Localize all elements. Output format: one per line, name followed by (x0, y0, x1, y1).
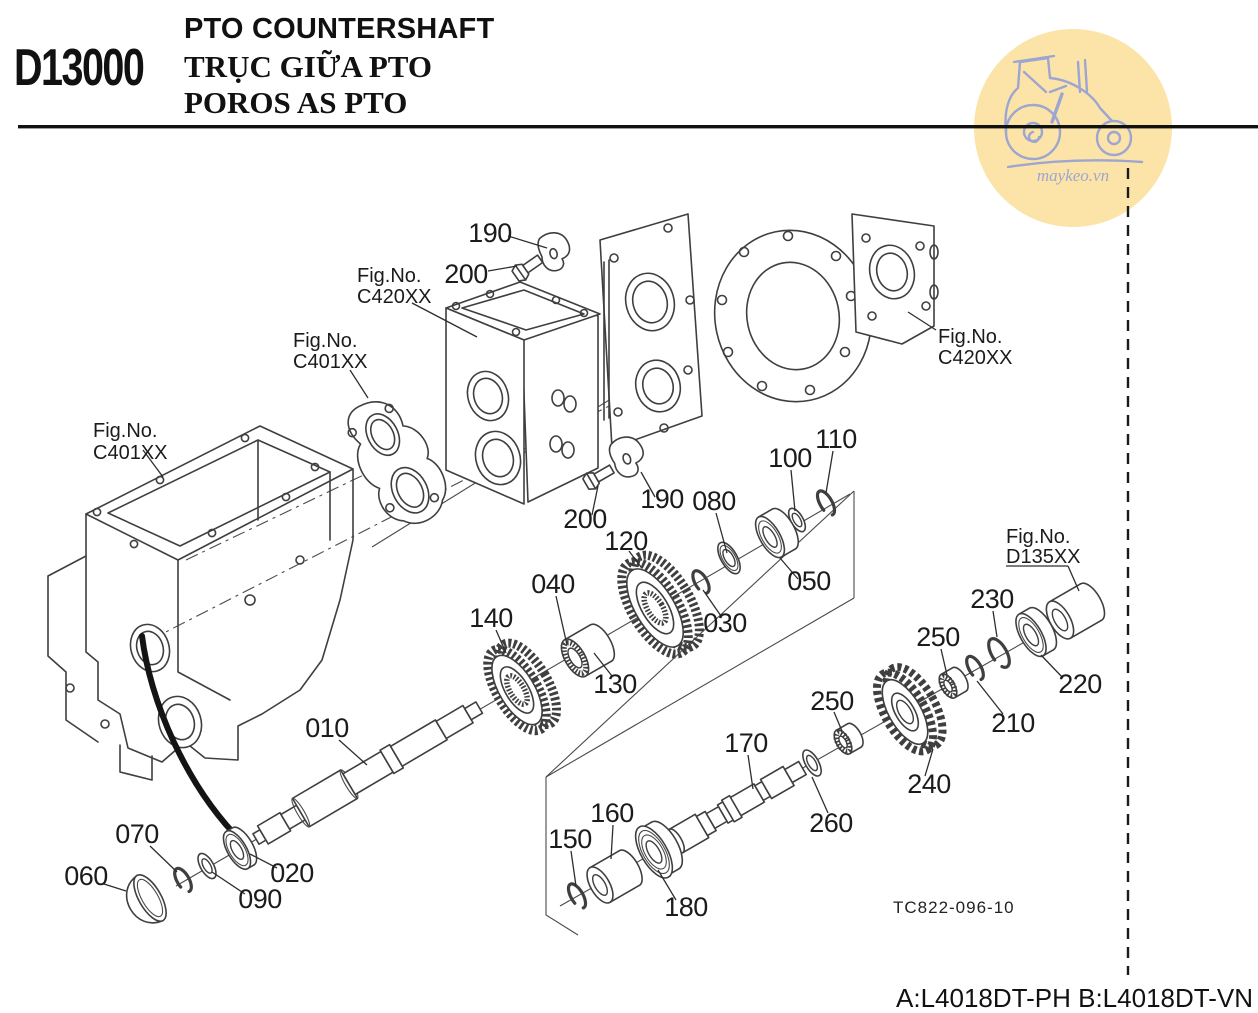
clamp-190-top (537, 232, 571, 272)
part-label-200-mid: 200 (563, 504, 607, 534)
part-label-120: 120 (604, 526, 648, 556)
page-title-indonesian: POROS AS PTO (184, 85, 408, 120)
washer-080 (717, 541, 741, 575)
bolt-200-top (511, 254, 544, 282)
part-label-040: 040 (531, 569, 575, 599)
gear-140 (483, 638, 562, 736)
part-label-100: 100 (768, 443, 812, 473)
part-label-240: 240 (907, 769, 951, 799)
bearing-220 (1015, 606, 1058, 658)
washer-090 (197, 852, 217, 880)
snap-ring-030 (691, 569, 711, 595)
gasket-plate-c401 (347, 401, 447, 525)
clamp-190-mid (608, 436, 644, 478)
page-title-vietnamese: TRỤC GIỮA PTO (184, 49, 433, 84)
fig-ref-d135-line1: Fig.No. (1006, 526, 1070, 548)
tractor-icon (1004, 54, 1144, 169)
snap-ring-210 (965, 654, 985, 682)
part-label-090: 090 (238, 884, 282, 914)
part-label-250-lower: 250 (810, 686, 854, 716)
part-label-180: 180 (664, 892, 708, 922)
fig-ref-c401-left-line1: Fig.No. (93, 420, 157, 442)
part-label-190-mid: 190 (640, 484, 684, 514)
fig-ref-d135-line2: D135XX (1006, 546, 1081, 568)
part-label-140: 140 (469, 603, 513, 633)
part-label-010: 010 (305, 713, 349, 743)
fig-ref-c401-mid-line1: Fig.No. (293, 330, 357, 352)
part-label-200-top: 200 (444, 259, 488, 289)
fig-ref-c420-top-line1: Fig.No. (357, 265, 421, 287)
part-label-070: 070 (115, 819, 159, 849)
part-label-260: 260 (809, 808, 853, 838)
model-codes-footer: A:L4018DT-PH B:L4018DT-VN (896, 983, 1253, 1013)
needle-bearing-250-upper (938, 666, 969, 699)
part-label-020: 020 (270, 858, 314, 888)
part-label-160: 160 (590, 798, 634, 828)
snap-ring-110 (815, 489, 837, 517)
bearing-050 (754, 507, 800, 559)
part-number-labels: 190 200 190 200 120 080 100 110 050 030 … (64, 218, 1102, 922)
fig-ref-c401-mid-line2: C401XX (293, 351, 368, 373)
part-label-080: 080 (692, 486, 736, 516)
section-code: D13000 (14, 39, 145, 97)
washer-260 (802, 749, 822, 777)
housing-case-c401-left (47, 425, 354, 845)
ring-230 (987, 637, 1011, 669)
part-label-150: 150 (548, 824, 592, 854)
housing-case-c420-right (599, 213, 939, 449)
gear-120 (617, 550, 704, 659)
part-label-030: 030 (703, 608, 747, 638)
page-title-english: PTO COUNTERSHAFT (184, 13, 495, 45)
header-rule (18, 125, 1258, 129)
part-label-230: 230 (970, 584, 1014, 614)
emphasis-curve (139, 633, 245, 845)
pto-countershaft-010 (252, 701, 484, 845)
splined-sleeve-040 (560, 623, 616, 678)
part-label-250-upper: 250 (916, 622, 960, 652)
leader-lines (103, 235, 1080, 901)
part-label-050: 050 (787, 566, 831, 596)
collar-160 (586, 849, 643, 904)
part-label-060: 060 (64, 861, 108, 891)
pto-shaft-170 (666, 760, 807, 854)
part-label-130: 130 (593, 669, 637, 699)
part-label-110: 110 (815, 424, 857, 454)
part-label-210: 210 (991, 708, 1035, 738)
needle-bearing-250-lower (833, 722, 864, 755)
fig-ref-labels: Fig.No. C420XX Fig.No. C401XX Fig.No. C4… (93, 265, 1081, 568)
end-cap-060 (125, 874, 167, 924)
bearing-180 (634, 820, 684, 879)
sleeve-d135 (1045, 582, 1106, 640)
part-label-170: 170 (724, 728, 768, 758)
housing-case-c420-mid (445, 281, 601, 505)
drawing-number: TC822-096-10 (893, 898, 1015, 917)
fig-ref-c420-right-line1: Fig.No. (938, 326, 1002, 348)
washer-100 (787, 507, 807, 533)
fig-ref-c420-right-line2: C420XX (938, 347, 1013, 369)
fig-ref-c420-top-line2: C420XX (357, 286, 432, 308)
part-label-220: 220 (1058, 669, 1102, 699)
watermark-text: maykeo.vn (1037, 166, 1109, 185)
gear-240 (873, 663, 947, 756)
bearing-020 (222, 826, 258, 871)
part-label-190-top: 190 (468, 218, 512, 248)
bolt-200-mid (582, 464, 615, 490)
snap-ring-150 (566, 882, 588, 910)
fig-ref-c401-left-line2: C401XX (93, 442, 168, 464)
